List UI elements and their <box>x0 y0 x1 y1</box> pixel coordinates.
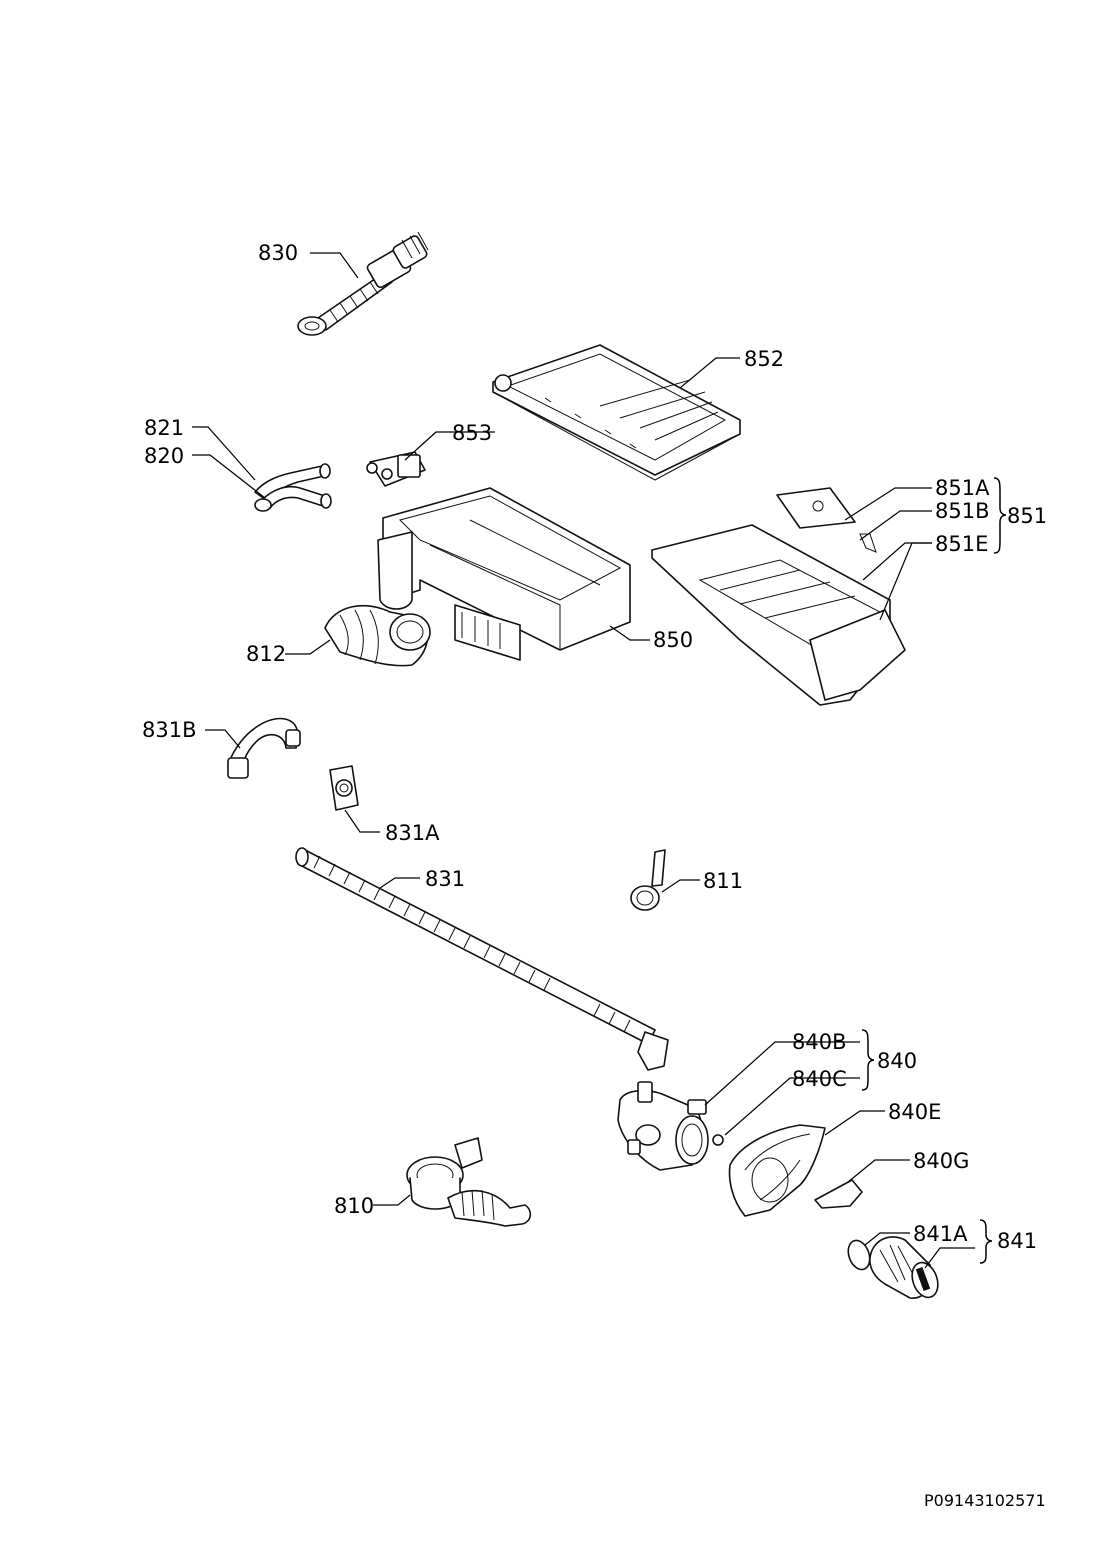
label-841: 841 <box>997 1229 1037 1253</box>
label-851: 851 <box>1007 504 1047 528</box>
label-851E: 851E <box>935 532 988 556</box>
label-831: 831 <box>425 867 465 891</box>
part-811-pressure-chamber <box>630 849 666 911</box>
document-id: P09143102571 <box>924 1491 1046 1510</box>
label-853: 853 <box>452 421 492 445</box>
part-830-inlet-hose <box>297 231 429 336</box>
label-821: 821 <box>144 416 184 440</box>
label-811: 811 <box>703 869 743 893</box>
part-810-sump-hose <box>406 1137 532 1227</box>
label-820: 820 <box>144 444 184 468</box>
label-852: 852 <box>744 347 784 371</box>
label-851A: 851A <box>935 476 990 500</box>
label-831B: 831B <box>142 718 197 742</box>
label-810: 810 <box>334 1194 374 1218</box>
label-812: 812 <box>246 642 286 666</box>
part-labels: 830 852 821 820 853 851A 851B 851 851E 8… <box>142 241 1047 1253</box>
label-850: 850 <box>653 628 693 652</box>
label-841A: 841A <box>913 1222 968 1246</box>
part-812-bellows-hose <box>324 605 431 667</box>
part-831A-hose-bracket <box>329 765 359 811</box>
part-840G-flap <box>814 1179 863 1209</box>
part-841-filter <box>847 1236 939 1299</box>
label-840C: 840C <box>792 1067 847 1091</box>
brace-841 <box>979 1219 993 1264</box>
part-831-drain-hose <box>295 847 669 1071</box>
label-840B: 840B <box>792 1030 847 1054</box>
leader-lines <box>192 252 975 1269</box>
part-853-valve <box>366 451 426 487</box>
label-851B: 851B <box>935 499 990 523</box>
part-820-821-hoses <box>254 463 332 512</box>
label-830: 830 <box>258 241 298 265</box>
part-850-dispenser-housing <box>377 487 631 661</box>
brace-851 <box>993 477 1007 554</box>
part-840E-pump-cover <box>728 1124 826 1217</box>
part-831B-hose-guide <box>227 717 301 779</box>
part-852-dispenser-lid <box>492 344 741 481</box>
label-831A: 831A <box>385 821 440 845</box>
group-braces <box>861 477 1007 1264</box>
label-840G: 840G <box>913 1149 969 1173</box>
part-840-pump-housing <box>617 1081 724 1171</box>
brace-840 <box>861 1029 875 1091</box>
part-851-detergent-drawer <box>651 487 906 706</box>
label-840E: 840E <box>888 1100 941 1124</box>
label-840: 840 <box>877 1049 917 1073</box>
